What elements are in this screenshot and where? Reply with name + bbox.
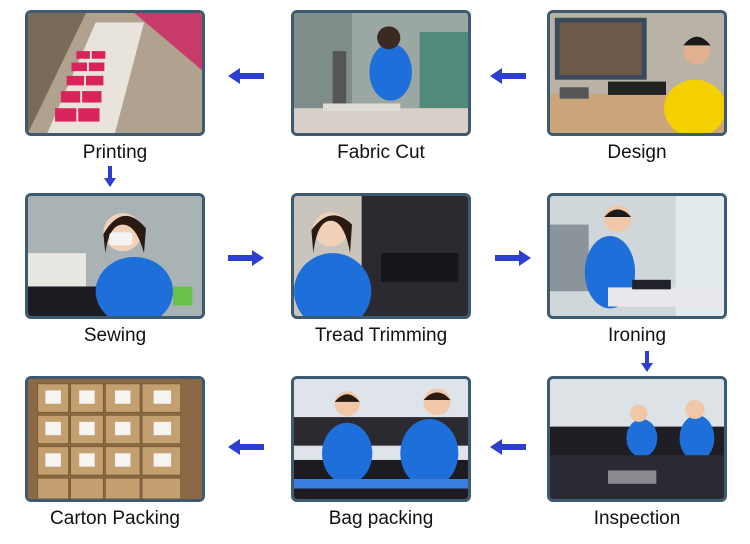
arrow-left-icon bbox=[228, 68, 264, 84]
arrow-right-icon bbox=[228, 250, 264, 266]
step-label: Design bbox=[607, 142, 667, 163]
tread-trimming-photo bbox=[291, 193, 471, 319]
design-photo bbox=[547, 10, 727, 136]
step-design: Design bbox=[547, 10, 727, 164]
step-label: Sewing bbox=[83, 325, 147, 346]
arrow-left-icon bbox=[228, 439, 264, 455]
step-label: Fabric Cut bbox=[337, 142, 425, 163]
step-fabric-cut: Fabric Cut bbox=[291, 10, 471, 164]
arrow-down-icon bbox=[104, 166, 116, 187]
step-label: Tread Trimming bbox=[314, 325, 448, 346]
arrow-left-icon bbox=[490, 439, 526, 455]
step-printing: Printing bbox=[25, 10, 205, 164]
arrow-right-icon bbox=[495, 250, 531, 266]
step-bag-packing: Bag packing bbox=[291, 376, 471, 530]
ironing-photo bbox=[547, 193, 727, 319]
bag-packing-photo bbox=[291, 376, 471, 502]
step-label: Printing bbox=[82, 142, 148, 163]
step-inspection: Inspection bbox=[547, 376, 727, 530]
step-sewing: Sewing bbox=[25, 193, 205, 347]
step-label: Ironing bbox=[607, 325, 667, 346]
step-carton-packing: Carton Packing bbox=[25, 376, 205, 530]
inspection-photo bbox=[547, 376, 727, 502]
sewing-photo bbox=[25, 193, 205, 319]
arrow-left-icon bbox=[490, 68, 526, 84]
fabric-cut-photo bbox=[291, 10, 471, 136]
printing-photo bbox=[25, 10, 205, 136]
step-tread-trimming: Tread Trimming bbox=[291, 193, 471, 347]
carton-packing-photo bbox=[25, 376, 205, 502]
step-ironing: Ironing bbox=[547, 193, 727, 347]
step-label: Bag packing bbox=[328, 508, 434, 529]
step-label: Inspection bbox=[593, 508, 681, 529]
step-label: Carton Packing bbox=[50, 508, 180, 529]
arrow-down-icon bbox=[641, 351, 653, 372]
